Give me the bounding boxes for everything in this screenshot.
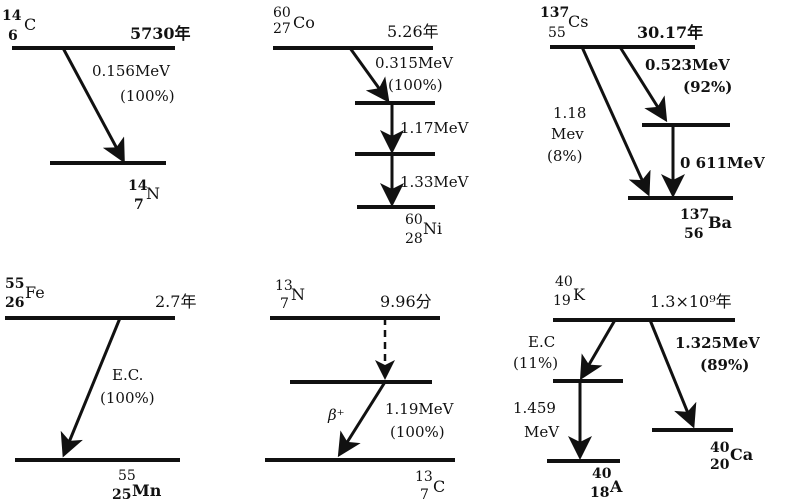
energy-unit-8pct: Mev: [551, 125, 584, 143]
parent-mass: 14: [2, 8, 22, 24]
daughter-symbol: Ni: [423, 219, 442, 238]
branch-label: (92%): [683, 78, 732, 96]
half-life: 1.3×10⁹年: [650, 292, 732, 311]
parent-mass: 13: [275, 278, 293, 294]
energy-value-8pct: 1.18: [553, 104, 586, 122]
parent-z: 6: [8, 28, 18, 44]
energy-label: 0.156MeV: [92, 62, 171, 80]
parent-z: 7: [280, 296, 289, 312]
daughter-symbol: N: [146, 184, 160, 203]
beta-arrow: [648, 319, 697, 429]
ec-branch-label: (11%): [513, 354, 558, 372]
daughter-mass: 14: [128, 178, 148, 194]
daughter-mass: 13: [415, 469, 433, 485]
beta-plus-arrow: [337, 381, 387, 458]
ec-mode-label: E.C: [528, 333, 555, 351]
daughter-symbol: Ba: [708, 213, 732, 232]
daughter-z: 25: [112, 487, 131, 503]
daughter-a-symbol: A: [609, 477, 623, 496]
parent-symbol: C: [24, 15, 36, 34]
energy-label: 1.19MeV: [385, 400, 455, 418]
branch-label: (100%): [390, 423, 445, 441]
parent-symbol: K: [573, 285, 586, 304]
scheme-k40: 40 19 K 1.3×10⁹年 E.C (11%) 1.459 MeV 1.3…: [513, 274, 760, 501]
parent-mass: 55: [5, 276, 24, 292]
beta-arrow: [348, 47, 390, 103]
daughter-b-mass: 40: [710, 440, 730, 456]
ec-arrow: [60, 317, 122, 458]
scheme-n13: 13 7 N 9.96分 β⁺ 1.19MeV (100%) 13 7 C: [265, 278, 455, 503]
parent-mass: 40: [555, 274, 573, 290]
daughter-symbol: Mn: [132, 481, 162, 500]
parent-mass: 137: [540, 5, 569, 21]
branch-label: (100%): [388, 76, 443, 94]
daughter-mass: 60: [405, 212, 423, 228]
parent-z: 19: [553, 293, 571, 309]
scheme-c14: 14 6 C 5730年 0.156MeV (100%) 14 7 N: [2, 8, 191, 213]
half-life: 5.26年: [387, 22, 439, 41]
energy-label: 0.523MeV: [645, 56, 730, 74]
beta-arrow-92pct: [618, 46, 668, 123]
branch-8pct: (8%): [547, 147, 583, 165]
daughter-z: 28: [405, 231, 423, 247]
daughter-z: 7: [134, 197, 144, 213]
daughter-symbol: C: [433, 477, 445, 496]
gamma-energy-unit: MeV: [524, 423, 560, 441]
mode-label: β⁺: [327, 406, 345, 424]
scheme-cs137: 137 55 Cs 30.17年 0.523MeV (92%) 1.18 Mev…: [540, 5, 765, 242]
parent-z: 27: [273, 21, 291, 37]
half-life: 2.7年: [155, 292, 196, 311]
mode-label: E.C.: [112, 366, 143, 384]
parent-mass: 60: [273, 5, 291, 21]
parent-z: 55: [548, 25, 566, 41]
branch-label: (100%): [100, 389, 155, 407]
parent-z: 26: [5, 295, 24, 311]
gamma-energy: 0 611MeV: [680, 154, 765, 172]
scheme-fe55: 55 26 Fe 2.7年 E.C. (100%) 55 25 Mn: [5, 276, 196, 503]
half-life: 9.96分: [380, 292, 432, 311]
half-life: 5730年: [130, 24, 191, 43]
scheme-co60: 60 27 Co 5.26年 0.315MeV (100%) 1.17MeV 1…: [273, 5, 470, 247]
parent-symbol: Cs: [568, 12, 588, 31]
energy-label: 0.315MeV: [375, 54, 454, 72]
beta-energy: 1.325MeV: [675, 334, 760, 352]
daughter-b-z: 20: [710, 457, 730, 473]
beta-arrow: [61, 47, 125, 164]
half-life: 30.17年: [637, 23, 703, 42]
ec-arrow: [579, 319, 617, 381]
daughter-mass: 137: [680, 207, 709, 223]
beta-branch: (89%): [700, 356, 749, 374]
branch-label: (100%): [120, 87, 175, 105]
daughter-a-mass: 40: [592, 466, 612, 482]
daughter-a-z: 18: [590, 485, 609, 501]
parent-symbol: Fe: [25, 283, 45, 302]
gamma1-energy: 1.17MeV: [400, 119, 470, 137]
daughter-z: 56: [684, 226, 703, 242]
daughter-mass: 55: [118, 468, 136, 484]
beta-arrow-8pct: [580, 46, 651, 197]
parent-symbol: Co: [293, 13, 315, 32]
daughter-z: 7: [420, 487, 429, 503]
gamma2-energy: 1.33MeV: [400, 173, 470, 191]
gamma-energy-value: 1.459: [513, 399, 556, 417]
daughter-b-symbol: Ca: [730, 445, 753, 464]
parent-symbol: N: [291, 285, 305, 304]
